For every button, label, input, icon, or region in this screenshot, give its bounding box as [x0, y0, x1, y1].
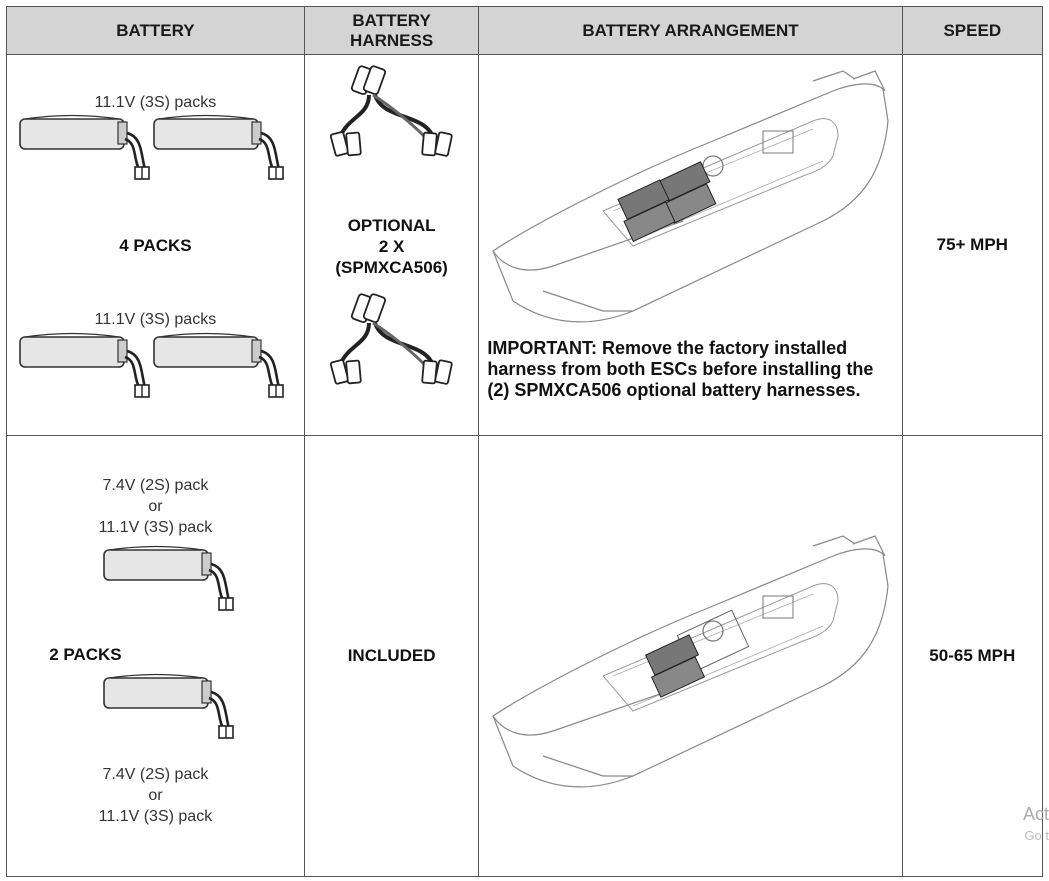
boat-diagram [492, 70, 889, 323]
row2-speed: 50-65 MPH [901, 435, 1044, 877]
battery-pack-icon [19, 332, 151, 399]
row1-arrangement-cell: IMPORTANT: Remove the factory installed … [478, 54, 903, 436]
header-battery: BATTERY [6, 6, 305, 55]
important-note: IMPORTANT: Remove the factory installed … [487, 338, 874, 400]
header-speed: SPEED [901, 6, 1044, 55]
harness-icon [328, 65, 454, 159]
watermark-line1: Act [1022, 804, 1049, 824]
pack-count: 2 PACKS [49, 645, 122, 664]
harness-icon [328, 293, 454, 387]
pack-label: 11.1V (3S) packs [94, 94, 217, 111]
battery-pack-icon [103, 673, 235, 740]
watermark-line2: Go t [1024, 828, 1049, 843]
row2-arrangement-cell [478, 435, 903, 877]
row2-harness: INCLUDED [303, 435, 480, 877]
row1-harness-cell: OPTIONAL 2 X (SPMXCA506) [303, 54, 480, 436]
row1-battery-cell: 11.1V (3S) packs 4 PACKS 11.1V (3S) pack… [6, 54, 305, 436]
harness-option: OPTIONAL 2 X (SPMXCA506) [335, 216, 448, 277]
battery-pack-icon [153, 114, 285, 181]
pack-count: 4 PACKS [119, 236, 192, 255]
battery-pack-icon [153, 332, 285, 399]
battery-pack-icon [19, 114, 151, 181]
pack-label: 11.1V (3S) packs [94, 311, 217, 328]
row1-speed: 75+ MPH [901, 54, 1044, 436]
header-arrangement: BATTERY ARRANGEMENT [478, 6, 903, 55]
battery-pack-icon [103, 545, 235, 612]
boat-diagram [492, 535, 889, 788]
